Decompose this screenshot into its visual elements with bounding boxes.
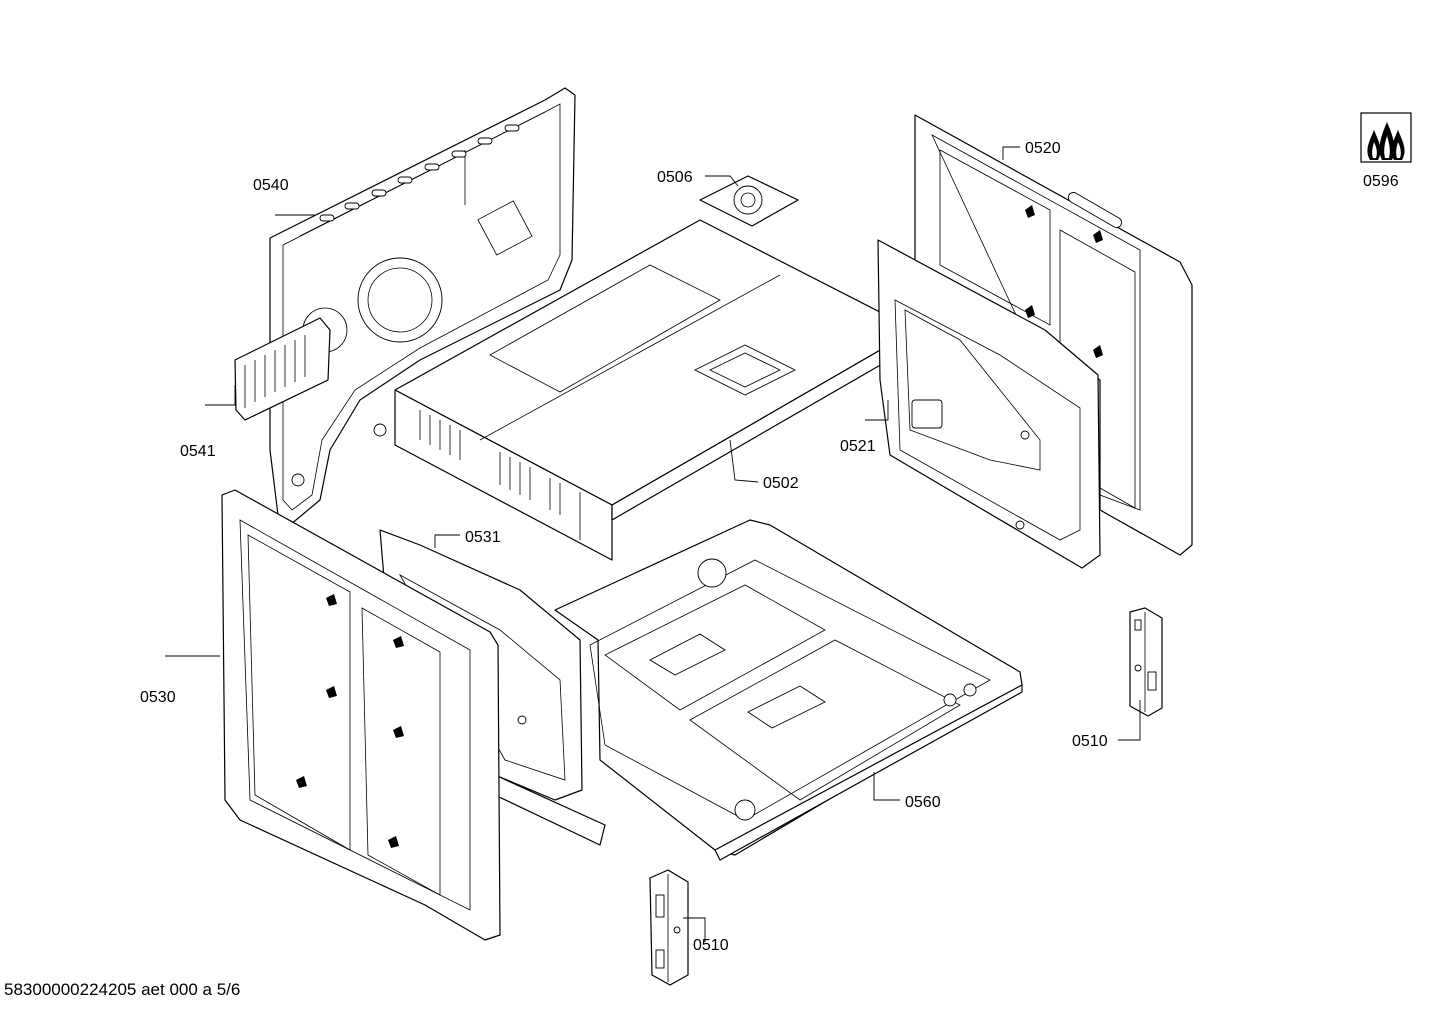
flame-symbol-icon [1360,112,1412,163]
part-0560-base-frame [554,519,1023,861]
side-vent-slots [419,410,581,540]
part-0540-rear-panel [269,87,576,526]
label-0596: 0596 [1363,173,1399,190]
label-0520: 0520 [1025,140,1061,157]
label-0521: 0521 [840,438,876,455]
label-0510-bottom: 0510 [693,937,729,954]
callout-labels: 0540 0541 0506 0502 0520 0521 0596 0531 … [140,140,1399,954]
label-0506: 0506 [657,169,693,186]
document-footer-id: 58300000224205 aet 000 a 5/6 [4,980,241,999]
label-0540: 0540 [253,177,289,194]
part-0541-fan-cover [234,317,331,421]
label-0541: 0541 [180,443,216,460]
label-0530: 0530 [140,689,176,706]
part-0521-right-side-panel [877,239,1101,569]
leader-lines [165,146,1141,942]
part-0510-bracket-bottom [649,869,689,986]
part-0506-gasket [699,175,799,227]
part-0510-bracket-right [1129,607,1163,717]
label-0560: 0560 [905,794,941,811]
label-0531: 0531 [465,529,501,546]
label-0502: 0502 [763,475,799,492]
label-0510-right: 0510 [1072,733,1108,750]
vent-slots [319,124,520,222]
part-0530-left-outer-panel [221,489,501,941]
